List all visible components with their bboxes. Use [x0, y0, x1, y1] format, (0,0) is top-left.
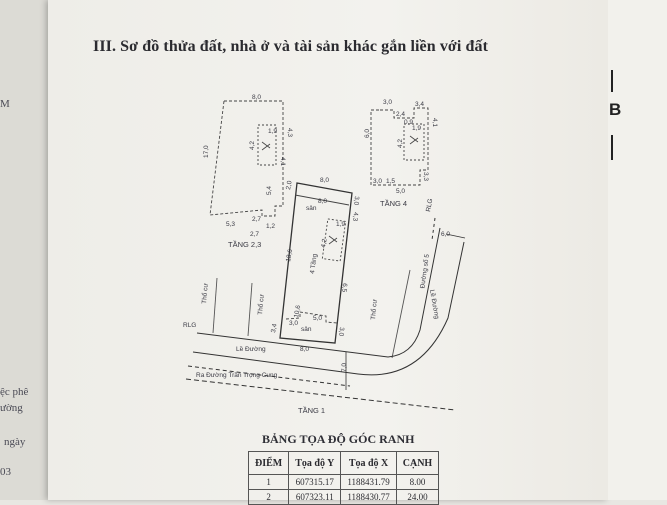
dim-1-f: 4,2 [320, 238, 329, 248]
header-y: Tọa độ Y [288, 451, 342, 475]
neighbor-label-1: Thổ cư [200, 282, 210, 304]
dim-1-m: 3,0 [337, 327, 345, 337]
cell-y: 607315.17 [288, 474, 342, 490]
cell-edge: 8.00 [395, 474, 440, 490]
dim-2-3-h: 2,7 [250, 231, 259, 238]
road-lines [185, 217, 465, 411]
floor-4-stairs-icon [409, 135, 419, 145]
dim-4-e: 4,1 [431, 118, 438, 127]
dim-2-3-top: 8,0 [252, 94, 261, 101]
dim-1-j: 3,0 [289, 320, 298, 327]
dim-2-3-a: 4,3 [286, 128, 293, 137]
dim-4-a: 3,0 [383, 99, 392, 106]
dim-4-k: 1,5 [386, 178, 395, 185]
dim-1-d: 4,3 [351, 212, 359, 222]
dim-1-l: 3,4 [270, 323, 279, 333]
floor-2-3-plan [209, 100, 284, 217]
floor-4-label: TẦNG 4 [380, 198, 407, 208]
room-label-main: 4 Tầng [307, 253, 319, 275]
dim-2-3-g: 1,2 [266, 223, 275, 230]
cell-point: 1 [247, 474, 290, 490]
document-page [48, 0, 608, 500]
left-fragment-1: M [0, 98, 10, 110]
rlg-right-label: RLG [425, 198, 434, 212]
dim-4-c: 3,4 [415, 101, 424, 108]
dim-1-g: 18,6 [285, 248, 294, 262]
dim-4-b: 2,4 [396, 111, 405, 118]
dim-1-e: 1,9 [336, 221, 345, 228]
dim-4-bottom: 5,0 [396, 188, 405, 195]
dim-2-3-c: 1,9 [268, 128, 277, 135]
floor-1-inner [285, 194, 350, 324]
cell-edge: 24.00 [395, 489, 440, 505]
table-row: 1 607315.17 1188431.79 8.00 [247, 474, 440, 490]
header-x: Tọa độ X [340, 451, 397, 475]
side-letter: B [609, 100, 622, 119]
floor-1-label: TẦNG 1 [298, 405, 325, 415]
dim-1-a: 2,0 [285, 180, 294, 190]
dim-4-i: 3,3 [422, 172, 429, 181]
dim-4-j: 3,0 [373, 178, 382, 185]
dim-2-3-b: 4,2 [249, 141, 256, 150]
floor-4-plan [370, 107, 429, 186]
section-heading: III. Sơ đồ thửa đất, nhà ở và tài sản kh… [93, 38, 489, 55]
neighbor-label-2: Thổ cư [256, 293, 266, 315]
main-road-label: Ra Đường Trần Trọng Cung [196, 370, 278, 379]
dim-2-3-bottom: 5,3 [226, 221, 235, 228]
dim-1-k: 5,0 [313, 315, 322, 322]
dim-2-3-e: 5,4 [266, 186, 273, 195]
dim-1-bottom: 8,0 [300, 346, 309, 353]
dim-1-road: 7,0 [341, 363, 348, 372]
left-fragment-4: ngày [4, 436, 26, 448]
floor-1-stairs-icon [328, 235, 338, 245]
coordinates-table: ĐIỂM Tọa độ Y Tọa độ X CẠNH 1 607315.17 … [247, 451, 440, 505]
rlg-left-label: RLG [183, 322, 196, 329]
road-width-label: 6,0 [441, 231, 450, 238]
header-edge: CẠNH [395, 451, 440, 475]
left-fragment-3: ường [0, 402, 23, 414]
table-row: 2 607323.11 1188430.77 24.00 [247, 489, 440, 505]
floor-2-3-label: TẦNG 2,3 [228, 239, 261, 249]
dim-2-3-d: 4,1 [279, 157, 286, 166]
neighbor-label-3: Thổ cư [369, 298, 379, 320]
table-header-row: ĐIỂM Tọa độ Y Tọa độ X CẠNH [247, 451, 440, 475]
cell-x: 1188431.79 [340, 474, 397, 490]
table-title: BẢNG TỌA ĐỘ GÓC RANH [262, 432, 415, 446]
room-label-bottom: sân [301, 326, 312, 333]
dim-4-d: 0,9 [404, 119, 413, 126]
left-fragment-2: ệc phê [0, 386, 29, 398]
dim-1-top: 8,0 [320, 177, 329, 184]
dim-4-h: 1,9 [412, 125, 421, 132]
dim-4-f: 6,0 [364, 129, 371, 138]
le-duong-label-2: Lề Đường [428, 289, 442, 320]
cell-x: 1188430.77 [340, 489, 397, 505]
dim-2-3-left: 17,0 [203, 145, 210, 158]
dim-2-3-f: 2,7 [252, 216, 261, 223]
floor-1-plan [279, 182, 353, 344]
cell-point: 2 [247, 489, 290, 505]
dim-1-i: 10,6 [293, 304, 302, 318]
cell-y: 607323.11 [288, 489, 342, 505]
dim-1-b: 3,0 [352, 196, 360, 206]
neighbor-lines [212, 269, 411, 359]
room-label-top: sân [306, 205, 317, 212]
right-page [608, 0, 667, 500]
floor-2-3-stairs-icon [261, 141, 271, 151]
left-fragment-5: 03 [0, 466, 11, 478]
dim-4-g: 4,2 [397, 139, 404, 148]
dim-1-c: 8,0 [318, 198, 327, 205]
road-width-arrow [345, 233, 466, 390]
header-point: ĐIỂM [247, 451, 290, 475]
le-duong-label-1: Lề Đường [236, 344, 266, 353]
left-page: M ệc phê ường ngày 03 [0, 0, 48, 500]
dim-1-h: 6,5 [340, 283, 348, 293]
